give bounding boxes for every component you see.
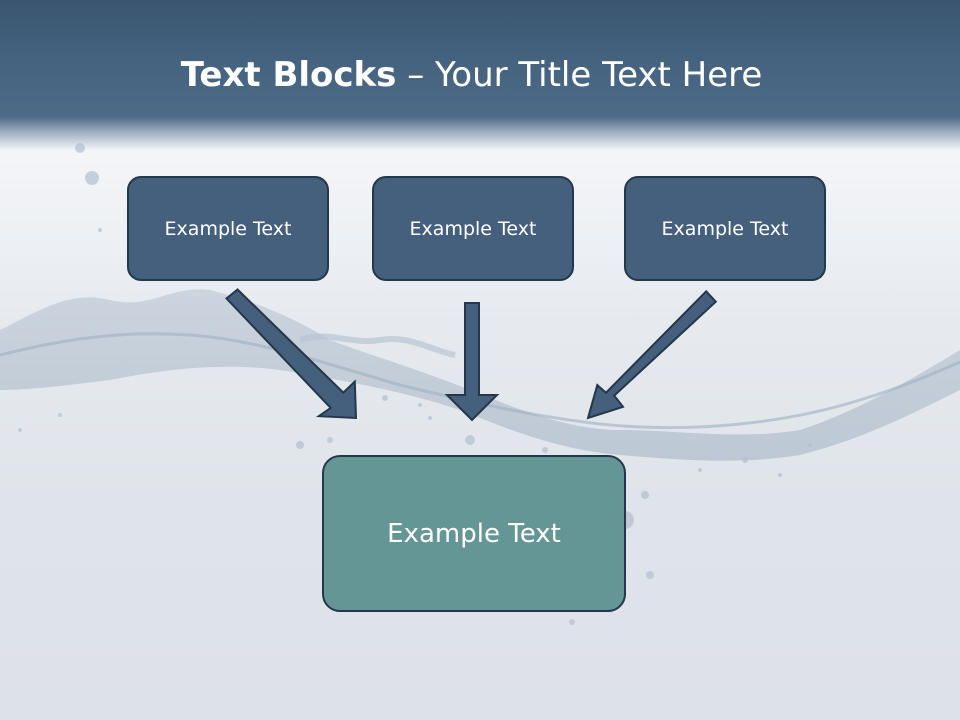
title-rest: Your Title Text Here <box>435 55 763 95</box>
text-block-result[interactable]: Example Text <box>322 455 626 612</box>
title-dash: – <box>396 55 436 95</box>
title-bold: Text Blocks <box>180 55 397 95</box>
text-block-center[interactable]: Example Text <box>372 176 574 281</box>
slide-title: Text Blocks – Your Title Text Here <box>0 52 943 98</box>
text-block-left[interactable]: Example Text <box>127 176 329 281</box>
title-banner <box>0 0 960 150</box>
text-block-right[interactable]: Example Text <box>624 176 826 281</box>
